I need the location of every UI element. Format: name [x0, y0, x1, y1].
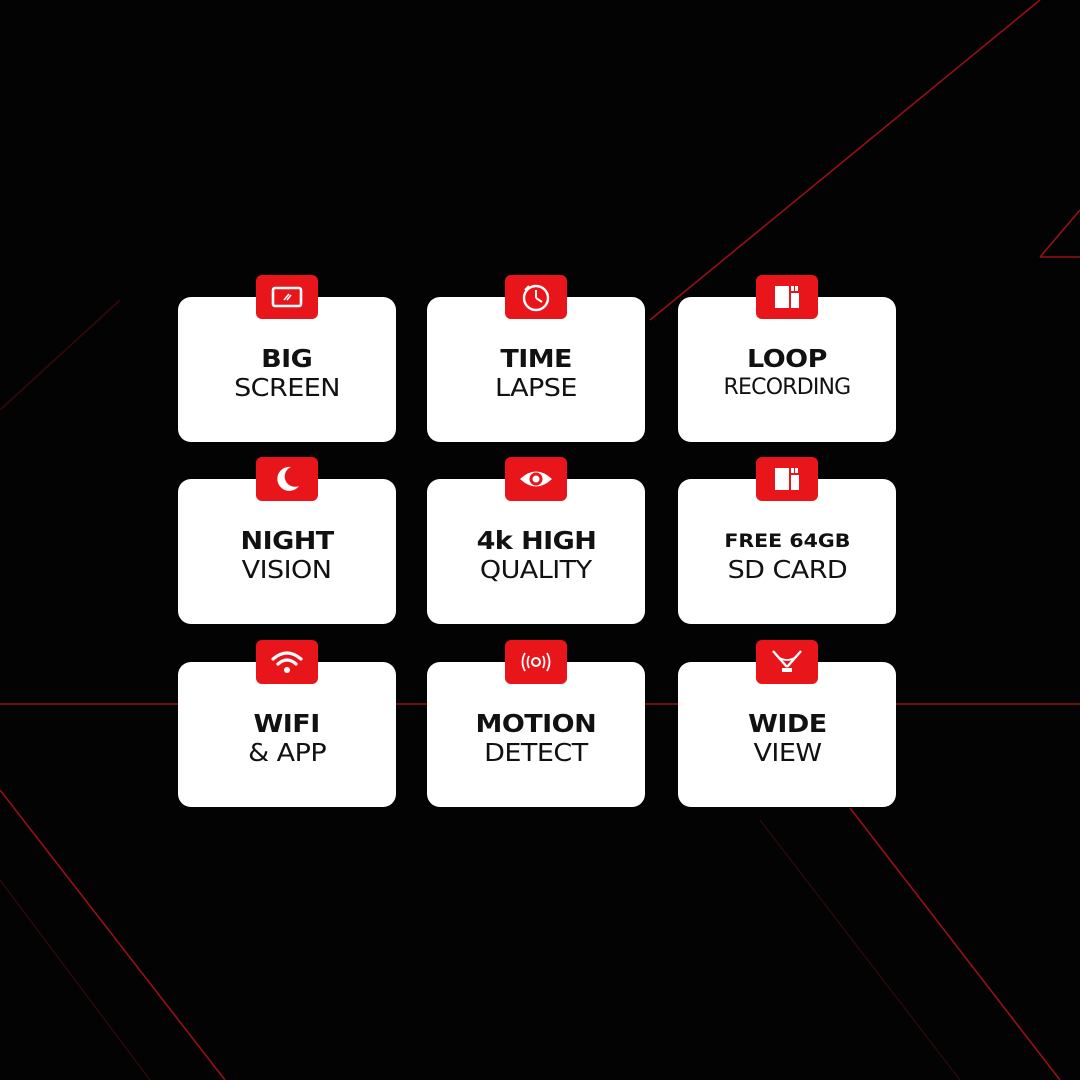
feature-card-time-lapse: TIME LAPSE	[427, 275, 645, 442]
feature-card-big-screen: BIG SCREEN	[178, 275, 396, 442]
feature-card-wifi-app: WIFI & APP	[178, 640, 396, 807]
feature-subtitle: DETECT	[484, 737, 588, 767]
screen-icon	[256, 275, 318, 319]
feature-title: WIDE	[747, 708, 827, 738]
feature-subtitle: SD CARD	[727, 554, 847, 584]
eye-icon	[505, 457, 567, 501]
feature-title: WIFI	[253, 708, 321, 738]
feature-subtitle: QUALITY	[480, 554, 592, 584]
feature-card-4k-quality: 4k HIGH QUALITY	[427, 457, 645, 624]
feature-title: LOOP	[747, 343, 827, 373]
feature-title: NIGHT	[240, 525, 334, 555]
feature-card-loop-recording: LOOP RECORDING	[678, 275, 896, 442]
feature-title: FREE 64GB	[723, 529, 851, 552]
feature-title: TIME	[500, 343, 572, 373]
sd-card-icon	[756, 457, 818, 501]
feature-title: BIG	[261, 343, 313, 373]
motion-sensor-icon	[505, 640, 567, 684]
feature-subtitle: RECORDING	[723, 374, 852, 400]
feature-subtitle: LAPSE	[495, 372, 577, 402]
feature-card-night-vision: NIGHT VISION	[178, 457, 396, 624]
clock-icon	[505, 275, 567, 319]
feature-title: 4k HIGH	[476, 525, 596, 555]
feature-card-free-sd-card: FREE 64GB SD CARD	[678, 457, 896, 624]
feature-card-motion-detect: MOTION DETECT	[427, 640, 645, 807]
feature-subtitle: VISION	[242, 554, 332, 584]
sd-card-icon	[756, 275, 818, 319]
feature-subtitle: & APP	[248, 737, 327, 767]
wifi-icon	[256, 640, 318, 684]
wide-angle-icon	[756, 640, 818, 684]
feature-subtitle: VIEW	[752, 737, 822, 767]
moon-icon	[256, 457, 318, 501]
feature-title: MOTION	[475, 708, 597, 738]
feature-card-wide-view: WIDE VIEW	[678, 640, 896, 807]
feature-subtitle: SCREEN	[234, 372, 340, 402]
